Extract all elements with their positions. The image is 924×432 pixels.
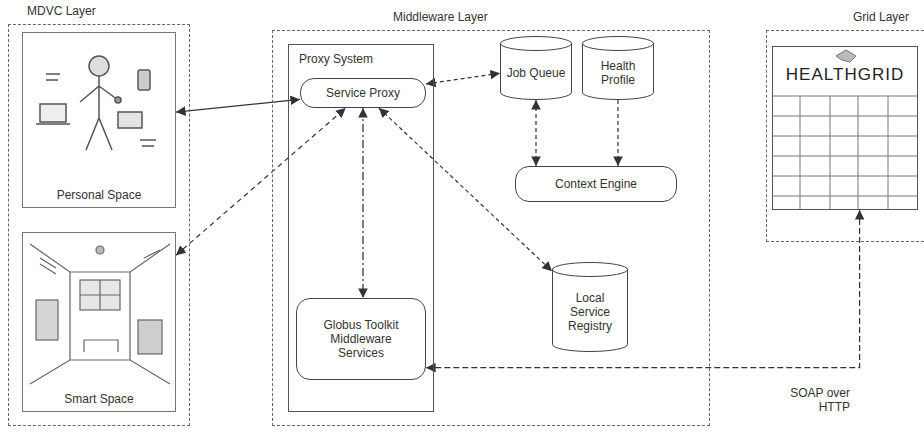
proxy-system-box: Proxy SystemService ProxyGlobus Toolkit … — [288, 44, 434, 412]
connector — [617, 100, 618, 166]
person-illustration — [36, 56, 156, 150]
layer-region: MDVC LayerPersonal SpaceSmart Space — [8, 24, 190, 426]
box-label: Context Engine — [555, 177, 637, 191]
cylinder-top — [501, 37, 572, 51]
space-panel: Smart Space — [22, 232, 176, 412]
service-box: Globus Toolkit Middleware Services — [296, 298, 426, 380]
db-label: Job Queue — [506, 66, 566, 80]
connector — [535, 100, 536, 166]
db-label: Health Profile — [588, 59, 648, 87]
cylinder-body — [553, 269, 628, 352]
connector — [176, 108, 346, 255]
logo-text: HEALTHGRID — [773, 65, 917, 85]
edge-label: SOAP over HTTP — [786, 386, 850, 414]
layer-region: Grid LayerHEALTHGRID — [766, 30, 924, 242]
box-label: Service Proxy — [326, 86, 400, 100]
layer-heading: Middleware Layer — [393, 10, 488, 24]
connector — [426, 210, 860, 368]
box-title: Proxy System — [289, 45, 433, 66]
panel-label: Personal Space — [23, 188, 175, 202]
space-panel: Personal Space — [22, 32, 176, 208]
cylinder-top — [583, 37, 654, 51]
service-box: Service Proxy — [300, 78, 426, 108]
room-illustration — [30, 244, 170, 384]
db-label: Local Service Registry — [558, 291, 622, 333]
database-cylinder: Job Queue — [500, 36, 572, 100]
panel-label: Smart Space — [23, 392, 175, 406]
grid-table — [772, 50, 918, 210]
connector — [362, 108, 363, 298]
database-cylinder: Local Service Registry — [552, 262, 628, 352]
logo-box: HEALTHGRID — [772, 46, 918, 210]
connector — [426, 73, 500, 84]
layer-region: Middleware LayerProxy SystemService Prox… — [272, 30, 710, 426]
box-label: Globus Toolkit Middleware Services — [307, 318, 415, 360]
engine-box: Context Engine — [515, 166, 677, 202]
connector — [176, 99, 300, 112]
layer-heading: MDVC Layer — [27, 4, 96, 18]
layer-heading: Grid Layer — [853, 10, 909, 24]
cylinder-top — [553, 263, 628, 277]
cylinder-body — [501, 43, 572, 100]
database-cylinder: Health Profile — [582, 36, 654, 100]
cylinder-body — [583, 43, 654, 100]
